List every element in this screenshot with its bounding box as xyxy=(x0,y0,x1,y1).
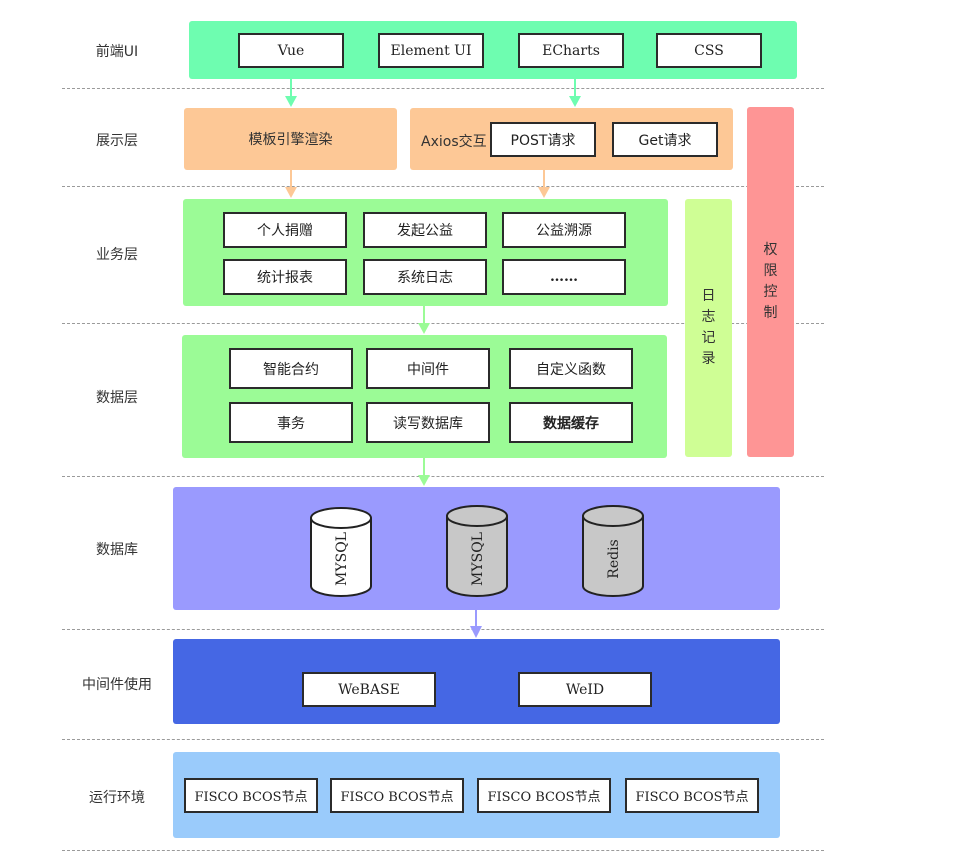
logging-char: 记 xyxy=(701,330,716,346)
logging-char: 录 xyxy=(701,351,716,367)
logging-char: 志 xyxy=(701,309,716,325)
arrow-axios-to-business xyxy=(538,170,550,198)
divider xyxy=(62,476,824,477)
database-panel xyxy=(173,487,780,610)
template-render-panel: 模板引擎渲染 xyxy=(184,108,397,170)
fisco-node-box: FISCO BCOS节点 xyxy=(184,778,318,813)
layer-label-database: 数据库 xyxy=(96,542,138,558)
data-item: 中间件 xyxy=(366,348,490,389)
permission-char: 制 xyxy=(763,305,778,321)
arrow-data-to-database xyxy=(418,458,430,486)
data-item: 数据缓存 xyxy=(509,402,633,443)
logging-char: 日 xyxy=(701,288,716,304)
arrow-frontend-to-axios xyxy=(569,79,581,107)
logging-column: 日 志 记 录 xyxy=(685,199,732,457)
permission-char: 限 xyxy=(763,263,778,279)
data-item: 自定义函数 xyxy=(509,348,633,389)
business-item: 个人捐赠 xyxy=(223,212,347,248)
post-request-box: POST请求 xyxy=(490,122,596,157)
business-item-more: …… xyxy=(502,259,626,295)
divider xyxy=(62,186,824,187)
layer-label-runtime: 运行环境 xyxy=(89,790,145,806)
arrow-database-to-middleware xyxy=(470,610,482,638)
divider xyxy=(62,739,824,740)
layer-label-middleware: 中间件使用 xyxy=(82,677,152,693)
axios-label: Axios交互 xyxy=(421,134,487,150)
business-item: 系统日志 xyxy=(363,259,487,295)
layer-label-business: 业务层 xyxy=(96,247,138,263)
get-request-box: Get请求 xyxy=(612,122,718,157)
data-item: 事务 xyxy=(229,402,353,443)
vue-box: Vue xyxy=(238,33,344,68)
echarts-box: ECharts xyxy=(518,33,624,68)
layer-label-presentation: 展示层 xyxy=(96,133,138,149)
permission-char: 控 xyxy=(763,284,778,300)
element-ui-box: Element UI xyxy=(378,33,484,68)
divider xyxy=(62,629,824,630)
layer-label-frontend: 前端UI xyxy=(95,44,139,60)
data-item: 读写数据库 xyxy=(366,402,490,443)
template-render-label: 模板引擎渲染 xyxy=(248,132,333,148)
business-item: 公益溯源 xyxy=(502,212,626,248)
fisco-node-box: FISCO BCOS节点 xyxy=(477,778,611,813)
permission-column: 权 限 控 制 xyxy=(747,107,794,457)
fisco-node-box: FISCO BCOS节点 xyxy=(330,778,464,813)
layer-label-data: 数据层 xyxy=(96,390,138,406)
middleware-panel xyxy=(173,639,780,724)
business-item: 统计报表 xyxy=(223,259,347,295)
weid-box: WeID xyxy=(518,672,652,707)
permission-char: 权 xyxy=(763,242,778,258)
business-item: 发起公益 xyxy=(363,212,487,248)
divider xyxy=(62,88,824,89)
webase-box: WeBASE xyxy=(302,672,436,707)
arrow-frontend-to-template xyxy=(285,79,297,107)
data-item: 智能合约 xyxy=(229,348,353,389)
divider xyxy=(62,323,824,324)
arrow-business-to-data xyxy=(418,306,430,334)
arrow-template-to-business xyxy=(285,170,297,198)
css-box: CSS xyxy=(656,33,762,68)
divider xyxy=(62,850,824,851)
fisco-node-box: FISCO BCOS节点 xyxy=(625,778,759,813)
